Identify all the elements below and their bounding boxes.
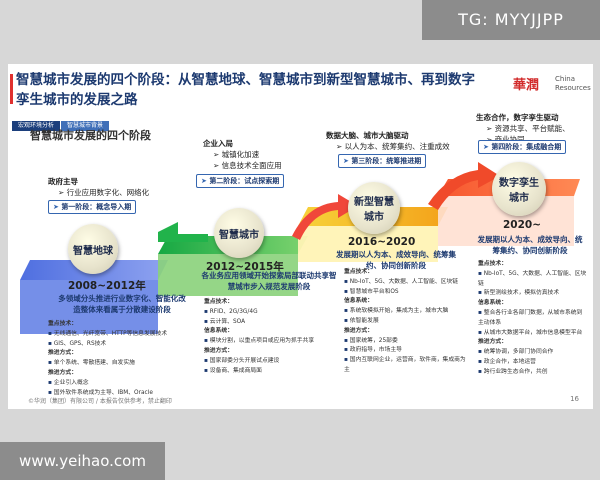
watermark-bottom: www.yeihao.com xyxy=(0,442,165,480)
stage3-label-text: 第三阶段：统筹推进期 xyxy=(351,157,422,165)
slide-title: 智慧城市发展的四个阶段：从智慧地球、智慧城市到新型智慧城市、再到数字孪生城市的发… xyxy=(16,72,475,108)
stage1-year: 2008~2012年 xyxy=(68,280,146,292)
stage3-label: ➤ 第三阶段：统筹推进期 xyxy=(338,154,427,168)
detail-item: 云计算、SOA xyxy=(204,318,334,328)
slide-footer: ©华润（集团）有限公司 / 本报告仅供参考，禁止翻印 xyxy=(28,398,172,405)
stage1-label: ➤ 第一阶段：概念导入期 xyxy=(48,200,137,214)
detail-item: 跨行业跨生态合作，共创 xyxy=(478,368,588,378)
detail-item: 依智能发展 xyxy=(344,317,470,327)
stage1-header: 政府主导 行业应用数字化、网络化 xyxy=(48,176,149,198)
stage3-year: 2016~2020 xyxy=(348,236,416,248)
step1-front xyxy=(20,280,158,334)
detail-heading: 重点技术： xyxy=(204,299,233,305)
detail-item: 国家部委分头开展试点建设 xyxy=(204,357,334,367)
step4-front xyxy=(438,196,574,246)
logo-mark: 華潤 xyxy=(513,78,540,93)
detail-item: 模块分割，以重点项目或应用为抓手共享 xyxy=(204,337,334,347)
detail-item: 单个系统、零散搭建、自发实施 xyxy=(48,359,188,369)
stage4-label-text: 第四阶段：集成融合期 xyxy=(491,143,562,151)
detail-heading: 重点技术： xyxy=(344,269,373,275)
stage3-header-title: 数据大脑、城市大脑驱动 xyxy=(326,131,409,140)
stage2-header-item: 信息技术全面应用 xyxy=(203,160,282,171)
stage1-label-text: 第一阶段：概念导入期 xyxy=(61,203,132,211)
stage1-circle: 智慧地球 xyxy=(68,224,118,274)
step3-front xyxy=(298,226,438,262)
detail-heading: 信息系统： xyxy=(478,300,507,307)
stage4-details: 重点技术： Nb-IoT、5G、大数据、人工智能、区块链 新型测绘技术，模拟仿真… xyxy=(478,260,588,378)
detail-item: 统筹协调，多部门协同合作 xyxy=(478,348,588,358)
detail-heading: 重点技术： xyxy=(48,321,77,327)
stage4-circle: 数字孪生城市 xyxy=(492,162,546,216)
detail-item: 无线通信、光纤宽带、HTTP等信息发展技术 xyxy=(48,330,188,340)
detail-item: 国内互联网企业，运营商，软件商，集成商为主 xyxy=(344,356,470,376)
stage3-details: 重点技术： Nb-IoT、5G、大数据、人工智能、区块链 智慧城市平台和OS 信… xyxy=(344,268,470,376)
stage1-band-text: 多领域分头推进行业数字化、智能化改造整体来看属于分散建设阶段 xyxy=(58,294,186,314)
stage4-label: ➤ 第四阶段：集成融合期 xyxy=(478,140,567,154)
detail-heading: 信息系统： xyxy=(204,328,233,335)
detail-item: 智慧城市平台和OS xyxy=(344,288,470,298)
logo-text-line2: Resources xyxy=(555,84,591,92)
title-accent-bar xyxy=(10,74,13,104)
section-subtitle: 智慧城市发展的四个阶段 xyxy=(30,129,151,142)
stage2-year: 2012~2015年 xyxy=(206,261,284,273)
stage3-circle: 新型智慧城市 xyxy=(348,182,400,234)
watermark-top: TG: MYYJJPP xyxy=(422,0,600,40)
detail-item: 政企合作，本地运营 xyxy=(478,358,588,368)
step2-front xyxy=(158,254,298,296)
detail-item: 系统软模拟开始，集成为主，城市大脑 xyxy=(344,307,470,317)
detail-item: 国外软件系统成为主导、IBM、Oracle xyxy=(48,389,188,399)
detail-item: GIS、GPS、RS技术 xyxy=(48,340,188,350)
stage2-header-title: 企业入局 xyxy=(203,139,233,148)
stage1-details: 重点技术： 无线通信、光纤宽带、HTTP等信息发展技术 GIS、GPS、RS技术… xyxy=(48,320,188,398)
detail-item: 新型测绘技术，模拟仿真技术 xyxy=(478,289,588,299)
stage4-header-item: 商业协同 xyxy=(476,134,570,145)
detail-heading: 推进方式： xyxy=(48,369,77,376)
detail-item: 整合各行业各部门数据，从城市系统到主动体系 xyxy=(478,309,588,329)
detail-item: 国家统筹，25部委 xyxy=(344,337,470,347)
step3-arrow xyxy=(292,194,358,240)
slide: 智慧城市发展的四个阶段：从智慧地球、智慧城市到新型智慧城市、再到数字孪生城市的发… xyxy=(8,64,593,409)
stage2-label-text: 第二阶段：试点探索期 xyxy=(209,177,280,185)
detail-heading: 推进方式： xyxy=(344,327,373,334)
stage1-header-title: 政府主导 xyxy=(48,177,78,186)
detail-item: 企业引入概念 xyxy=(48,379,188,389)
detail-item: 从城市大数据平台，城市信息模型平台 xyxy=(478,329,588,339)
stage1-header-item: 行业应用数字化、网络化 xyxy=(48,187,150,198)
breadcrumb: 宏观环境分析智慧城市背景 xyxy=(12,112,110,131)
logo-text-line1: China xyxy=(555,75,575,83)
detail-item: 设备商、集成商局面 xyxy=(204,367,334,377)
detail-item: 政府指导，市场主导 xyxy=(344,346,470,356)
stage2-header-item: 城镇化加速 xyxy=(203,149,282,160)
stage2-header: 企业入局 城镇化加速 信息技术全面应用 xyxy=(203,138,282,171)
stage3-header-item: 以人为本、统筹集约、注重成效 xyxy=(326,141,450,152)
page-number: 16 xyxy=(570,395,579,403)
stage4-header-title: 生态合作，数字孪生驱动 xyxy=(476,113,559,122)
breadcrumb-item: 智慧城市背景 xyxy=(61,121,110,131)
detail-heading: 重点技术： xyxy=(478,261,507,267)
detail-heading: 推进方式： xyxy=(478,339,507,346)
stage4-year: 2020~ xyxy=(503,219,542,231)
detail-heading: 推进方式： xyxy=(48,350,77,357)
stage3-header: 数据大脑、城市大脑驱动 以人为本、统筹集约、注重成效 xyxy=(326,130,450,152)
stage4-band-text: 发展期以人为本、成效导向、统筹集约、协同创新阶段 xyxy=(477,235,583,255)
detail-item: Nb-IoT、5G、大数据、人工智能、区块链 xyxy=(478,270,588,290)
stage4-header-item: 资源共享、平台赋能、 xyxy=(476,123,570,134)
stage3-band-text: 发展期以人为本、成效导向、统筹集约、协同创新阶段 xyxy=(336,250,456,270)
stage2-label: ➤ 第二阶段：试点探索期 xyxy=(196,174,285,188)
step2-arrow xyxy=(158,222,208,242)
detail-heading: 推进方式： xyxy=(204,347,233,354)
step4-arrow xyxy=(428,162,500,210)
detail-item: RFID、2G/3G/4G xyxy=(204,308,334,318)
breadcrumb-item: 宏观环境分析 xyxy=(12,121,61,131)
detail-heading: 信息系统： xyxy=(344,298,373,305)
stage2-band-text: 各业务应用领域开始探索局部联动共享智慧城市步入规范发展阶段 xyxy=(201,271,337,291)
detail-item: Nb-IoT、5G、大数据、人工智能、区块链 xyxy=(344,278,470,288)
stage4-header: 生态合作，数字孪生驱动 资源共享、平台赋能、 商业协同 xyxy=(476,112,570,145)
stage2-details: 重点技术： RFID、2G/3G/4G 云计算、SOA 信息系统： 模块分割，以… xyxy=(204,298,334,376)
stage2-circle: 智慧城市 xyxy=(214,208,264,258)
